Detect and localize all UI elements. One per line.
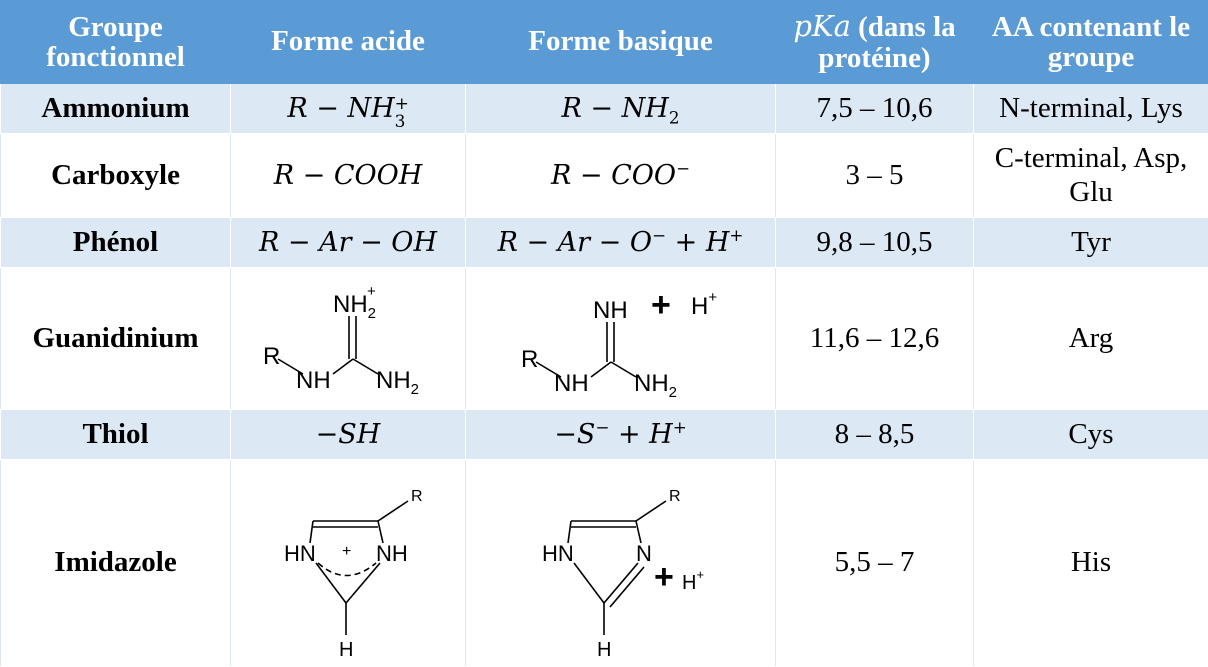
guan-basic-plus: +	[651, 286, 671, 324]
cell-acid: R − NH+3	[231, 84, 466, 134]
cell-group: Guanidinium	[1, 268, 231, 410]
guan-basic-h: H+	[691, 289, 717, 320]
cell-pka: 7,5 – 10,6	[776, 84, 974, 134]
cell-group: Carboxyle	[1, 134, 231, 218]
cell-basic: R − COO−	[466, 134, 776, 218]
formula-thiol-basic: −S− + H+	[554, 419, 687, 450]
guan-acid-nh2-right: NH2	[376, 367, 419, 398]
imid-basic-h: H	[597, 639, 611, 661]
guan-basic-r: R	[521, 346, 538, 373]
imidazole-acid-structure: R HN NH + H	[248, 463, 448, 663]
cell-basic: −S− + H+	[466, 410, 776, 460]
imid-acid-hn: HN	[284, 541, 316, 566]
cell-aa: Cys	[974, 410, 1208, 460]
cell-basic: R NH NH NH2 + H+	[466, 268, 776, 410]
imid-acid-charge: +	[342, 543, 351, 560]
cell-acid: R HN NH + H	[231, 460, 466, 667]
table-row: Thiol −SH −S− + H+ 8 – 8,5 Cys	[1, 410, 1208, 460]
cell-basic: R − NH2	[466, 84, 776, 134]
imid-acid-r: R	[411, 488, 423, 505]
formula-phenol-acid: R − Ar − OH	[259, 227, 437, 258]
imid-basic-n: N	[636, 541, 652, 566]
cell-group: Phénol	[1, 218, 231, 268]
table-row: Ammonium R − NH+3 R − NH2 7,5 – 10,6 N-t…	[1, 84, 1208, 134]
header-pka-symbol: pKa	[793, 9, 851, 43]
cell-group: Thiol	[1, 410, 231, 460]
formula-thiol-acid: −SH	[316, 419, 381, 450]
imidazole-basic-structure: R HN N + H+ H	[506, 463, 736, 663]
formula-carboxyle-acid: R − COOH	[274, 160, 423, 191]
cell-acid: −SH	[231, 410, 466, 460]
cell-aa: His	[974, 460, 1208, 667]
formula-ammonium-acid: R − NH+3	[287, 93, 408, 124]
cell-pka: 11,6 – 12,6	[776, 268, 974, 410]
imid-acid-h: H	[339, 639, 353, 661]
cell-pka: 5,5 – 7	[776, 460, 974, 667]
imid-basic-hn: HN	[542, 541, 574, 566]
cell-pka: 9,8 – 10,5	[776, 218, 974, 268]
cell-aa: Arg	[974, 268, 1208, 410]
header-basic: Forme basique	[466, 1, 776, 84]
guan-acid-nh: NH	[296, 367, 331, 394]
header-group: Groupe fonctionnel	[1, 1, 231, 84]
cell-acid: R − COOH	[231, 134, 466, 218]
header-pka: pKa (dans la protéine)	[776, 1, 974, 84]
cell-basic: R − Ar − O− + H+	[466, 218, 776, 268]
header-acid: Forme acide	[231, 1, 466, 84]
imid-acid-nh: NH	[376, 541, 408, 566]
cell-aa: C-terminal, Asp, Glu	[974, 134, 1208, 218]
cell-aa: Tyr	[974, 218, 1208, 268]
formula-ammonium-basic: R − NH2	[562, 93, 680, 124]
table-row: Phénol R − Ar − OH R − Ar − O− + H+ 9,8 …	[1, 218, 1208, 268]
cell-group: Ammonium	[1, 84, 231, 134]
cell-pka: 8 – 8,5	[776, 410, 974, 460]
cell-aa: N-terminal, Lys	[974, 84, 1208, 134]
cell-group: Imidazole	[1, 460, 231, 667]
cell-basic: R HN N + H+ H	[466, 460, 776, 667]
guan-acid-r: R	[263, 343, 280, 370]
formula-phenol-basic: R − Ar − O− + H+	[498, 227, 744, 258]
imid-basic-plus: +	[654, 558, 674, 596]
table-row: Carboxyle R − COOH R − COO− 3 – 5 C-term…	[1, 134, 1208, 218]
guan-basic-nh: NH	[554, 370, 589, 397]
table-row: Guanidinium R NH NH2+ NH2 R	[1, 268, 1208, 410]
cell-pka: 3 – 5	[776, 134, 974, 218]
guan-basic-nh2-right: NH2	[634, 370, 677, 401]
imid-basic-hplus: H+	[682, 567, 704, 594]
formula-carboxyle-basic: R − COO−	[551, 160, 690, 191]
header-aa: AA contenant le groupe	[974, 1, 1208, 84]
imid-basic-r: R	[669, 488, 681, 505]
guanidinium-acid-structure: R NH NH2+ NH2	[238, 274, 458, 404]
guanidinium-basic-structure: R NH NH NH2 + H+	[481, 274, 761, 404]
cell-acid: R − Ar − OH	[231, 218, 466, 268]
cell-acid: R NH NH2+ NH2	[231, 268, 466, 410]
table-row: Imidazole R HN NH + H	[1, 460, 1208, 667]
guan-acid-nh2-top: NH2+	[333, 283, 376, 322]
guan-basic-nh-top: NH	[593, 297, 628, 324]
header-row: Groupe fonctionnel Forme acide Forme bas…	[1, 1, 1208, 84]
